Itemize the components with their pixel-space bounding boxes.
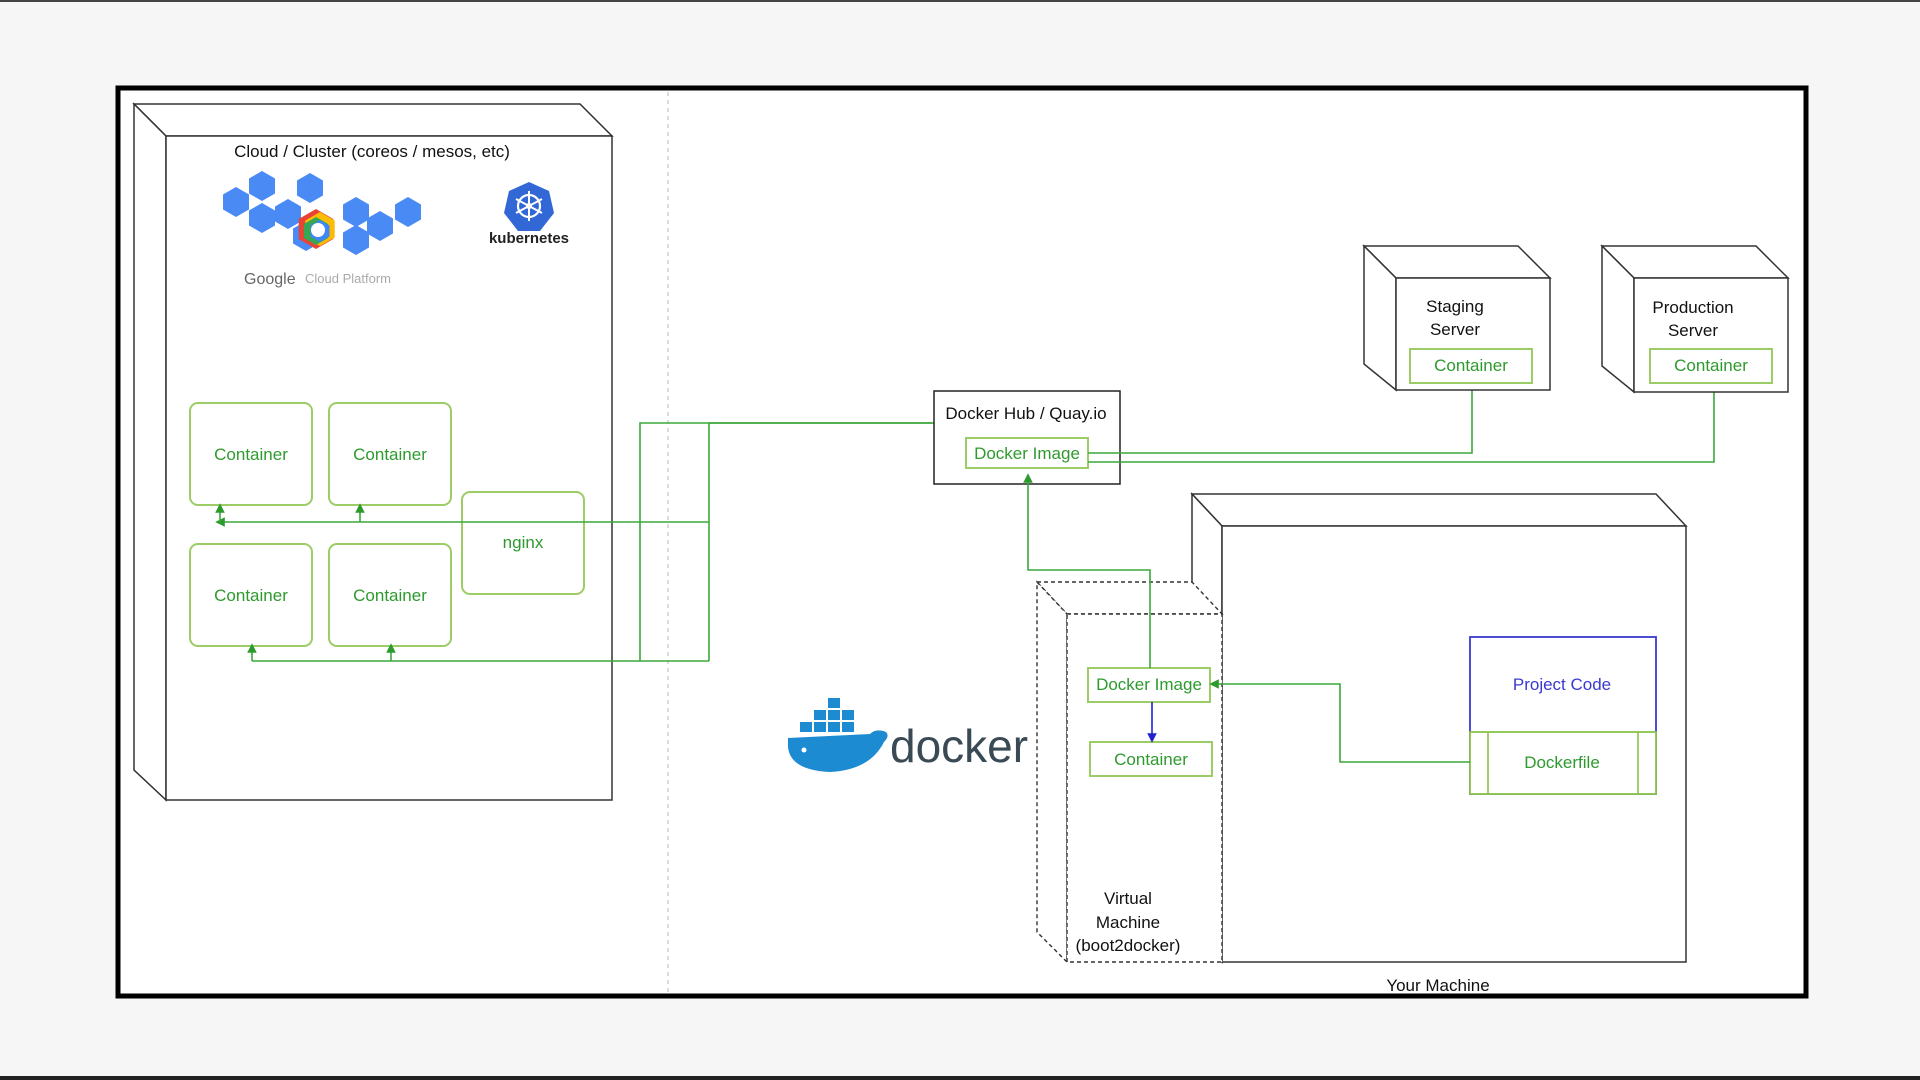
gcp-hex-icon: [343, 197, 369, 227]
gcp-hex-icon: [249, 203, 275, 233]
google-cloud-platform-logo: [223, 171, 421, 255]
gcp-hex-icon: [223, 187, 249, 217]
dockerfile-box: Dockerfile: [1469, 731, 1657, 795]
hub-to-servers-connectors: [1088, 379, 1719, 463]
staging-server-box: Staging Server Container: [1362, 244, 1552, 392]
vm-docker-image-box: Docker Image: [1087, 667, 1211, 703]
cloud-container-1: Container: [189, 402, 313, 506]
vm-docker-image-label: Docker Image: [1096, 675, 1202, 694]
vm-label-line1: Virtual: [1104, 889, 1152, 908]
kubernetes-icon: [504, 182, 554, 231]
production-server-box: Production Server Container: [1600, 244, 1790, 394]
your-machine-box: [1190, 492, 1688, 964]
kubernetes-label: kubernetes: [489, 230, 569, 247]
gcp-platform-text: Cloud Platform: [305, 271, 391, 286]
vm-label-line2: Machine: [1096, 913, 1160, 932]
gcp-hex-icon: [367, 211, 393, 241]
container-label: Container: [353, 586, 427, 605]
vm-container-label: Container: [1114, 750, 1188, 769]
gcp-core-center: [311, 223, 325, 237]
gcp-hex-icon: [343, 225, 369, 255]
gcp-hex-icon: [249, 171, 275, 201]
cloud-title: Cloud / Cluster (coreos / mesos, etc): [234, 142, 510, 161]
production-title-line2: Server: [1668, 321, 1718, 340]
vm-container-box: Container: [1089, 741, 1213, 777]
top-border: [0, 0, 1920, 2]
cloud-container-2: Container: [328, 402, 452, 506]
image-push-connector: [1023, 473, 1151, 668]
production-title-line1: Production: [1652, 298, 1733, 317]
staging-title-line2: Server: [1430, 320, 1480, 339]
docker-logo-text: docker: [890, 720, 1028, 772]
staging-container-label: Container: [1434, 356, 1508, 375]
your-machine-label: Your Machine: [1386, 976, 1489, 995]
gcp-hex-icon: [395, 197, 421, 227]
docker-hub-title: Docker Hub / Quay.io: [945, 404, 1106, 423]
docker-whale-icon: [787, 698, 888, 772]
nginx-box: nginx: [461, 491, 585, 595]
cloud-connectors: [215, 422, 999, 662]
container-label: Container: [214, 586, 288, 605]
production-container-label: Container: [1674, 356, 1748, 375]
dockerfile-build-connector: [1209, 679, 1470, 763]
staging-title-line1: Staging: [1426, 297, 1484, 316]
cloud-container-4: Container: [328, 543, 452, 647]
gcp-google-text: Google: [244, 271, 296, 288]
project-code-label: Project Code: [1513, 675, 1611, 694]
gcp-hex-icon: [297, 173, 323, 203]
dockerfile-label: Dockerfile: [1524, 753, 1600, 772]
vm-label-line3: (boot2docker): [1076, 936, 1181, 955]
docker-hub-box: Docker Hub / Quay.io Docker Image: [933, 390, 1121, 485]
container-label: Container: [214, 445, 288, 464]
container-label: Container: [353, 445, 427, 464]
gcp-hex-icon: [275, 199, 301, 229]
bottom-border: [0, 1076, 1920, 1080]
cloud-container-3: Container: [189, 543, 313, 647]
nginx-label: nginx: [503, 533, 544, 552]
hub-docker-image-label: Docker Image: [974, 444, 1080, 463]
